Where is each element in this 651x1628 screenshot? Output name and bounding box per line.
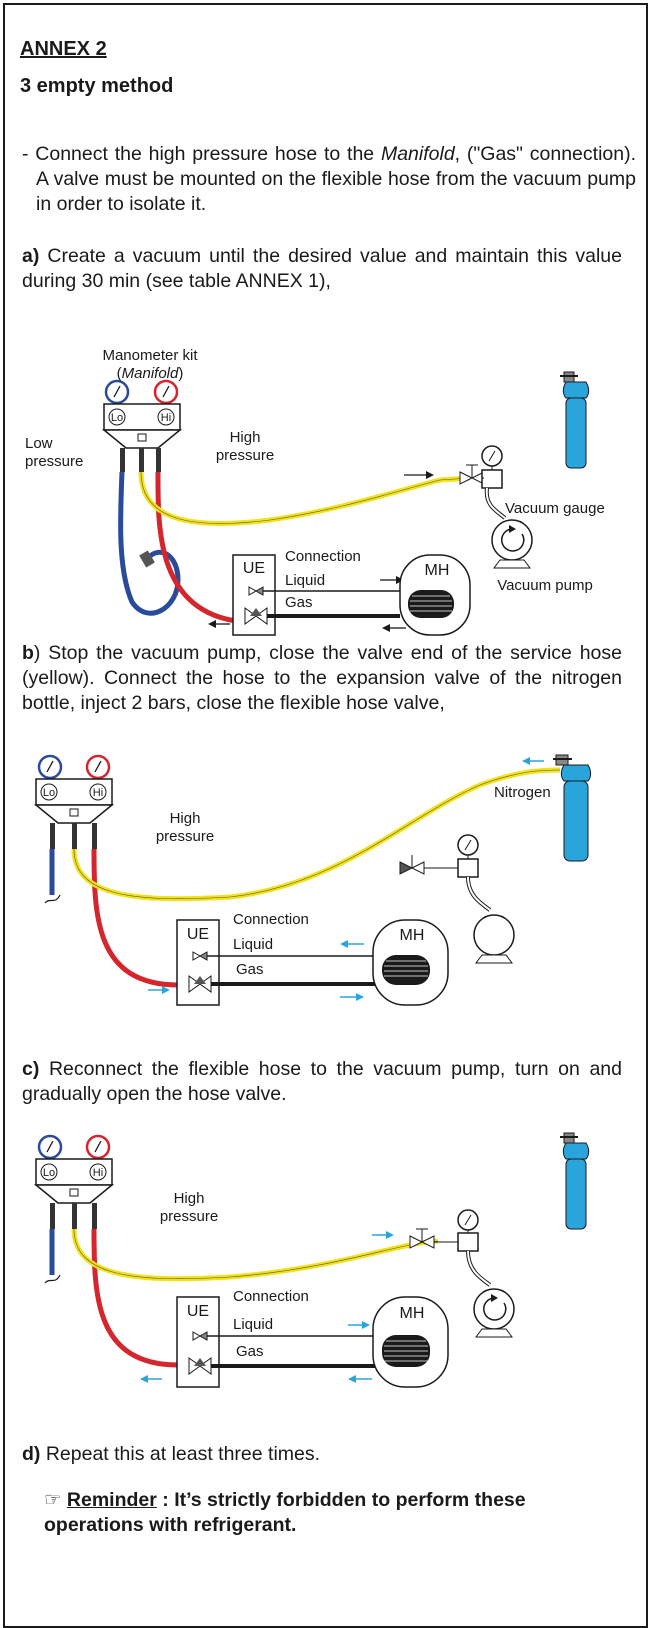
step-b-marker: b <box>22 642 34 664</box>
step-b-text: ) Stop the vacuum pump, close the valve … <box>22 642 622 714</box>
mh-label: MH <box>425 562 450 579</box>
manometer-kit-label: Manometer kit <box>102 347 198 364</box>
red-hose <box>155 471 246 625</box>
diagram-c: Lo Hi High pressure UE <box>33 1132 590 1388</box>
high-pressure-gauge <box>153 379 179 405</box>
high-pressure-label: pressure <box>156 828 214 845</box>
vacuum-gauge-label: Vacuum gauge <box>505 500 605 517</box>
mh-coil <box>408 590 454 618</box>
liquid-label: Liquid <box>233 1316 273 1333</box>
step-c-marker: c) <box>22 1058 40 1080</box>
low-pressure-gauge <box>37 1134 63 1160</box>
gas-valve <box>188 1357 212 1375</box>
step-c-text: Reconnect the flexible hose to the vacuu… <box>22 1058 622 1105</box>
hi-valve-label: Hi <box>93 787 103 799</box>
step-c: c) Reconnect the flexible hose to the va… <box>22 1057 622 1107</box>
reminder-label: Reminder <box>66 1489 157 1511</box>
step-d-text: Repeat this at least three times. <box>40 1443 321 1465</box>
ue-unit <box>232 554 276 636</box>
connection-label: Connection <box>233 911 309 928</box>
lo-valve-label: Lo <box>43 1167 55 1179</box>
liquid-label: Liquid <box>285 572 325 589</box>
high-pressure-gauge <box>85 754 111 780</box>
nitrogen-cylinder <box>560 371 590 469</box>
mh-label: MH <box>400 1305 425 1322</box>
mh-coil <box>382 955 430 985</box>
low-pressure-gauge <box>104 379 130 405</box>
step-d-marker: d) <box>22 1443 41 1465</box>
vacuum-pump-label: Vacuum pump <box>497 577 593 594</box>
nitrogen-cylinder <box>560 1132 590 1230</box>
vacuum-pump <box>473 1288 515 1338</box>
red-hose <box>91 1228 179 1368</box>
high-pressure-label: pressure <box>216 447 274 464</box>
vacuum-pump <box>473 914 515 964</box>
vacuum-gauge <box>457 834 492 912</box>
ue-label: UE <box>187 1303 209 1320</box>
ue-label: UE <box>243 560 265 577</box>
reminder-text: : It’s strictly forbidden to perform the… <box>44 1489 526 1536</box>
step-b: b) Stop the vacuum pump, close the valve… <box>22 641 622 716</box>
high-pressure-label: pressure <box>160 1208 218 1225</box>
yellow-hose <box>138 471 471 526</box>
diagram-a: Manometer kit (Manifold) Lo Hi Low press… <box>25 347 605 636</box>
high-label: High <box>170 810 201 827</box>
step-a-text: Create a vacuum until the desired value … <box>22 245 622 292</box>
hi-valve-label: Hi <box>161 412 171 424</box>
intro-prefix: - Connect the high pressure hose to the <box>22 143 381 165</box>
vacuum-gauge <box>481 445 507 520</box>
connection-label: Connection <box>233 1288 309 1305</box>
annex-subheading: 3 empty method <box>20 75 174 97</box>
step-a: a) Create a vacuum until the desired val… <box>22 244 622 294</box>
low-pressure-label: pressure <box>25 453 83 470</box>
intro-suffix: , ("Gas" connection). A valve must be mo… <box>36 143 637 215</box>
lo-valve-label: Lo <box>43 787 55 799</box>
gas-label: Gas <box>236 961 264 978</box>
hi-valve-label: Hi <box>93 1167 103 1179</box>
vacuum-pump <box>491 519 533 569</box>
manifold-body: Lo Hi <box>33 778 115 849</box>
high-label: High <box>174 1190 205 1207</box>
ue-unit <box>176 919 220 1006</box>
manifold-body: Lo Hi <box>33 1158 115 1229</box>
nitrogen-label: Nitrogen <box>494 784 551 801</box>
liquid-label: Liquid <box>233 936 273 953</box>
high-label: High <box>230 429 261 446</box>
intro-paragraph: - Connect the high pressure hose to the … <box>22 142 636 217</box>
gas-label: Gas <box>236 1343 264 1360</box>
diagram-b: Lo Hi High pressure Nitrogen UE <box>33 754 592 1006</box>
gas-valve <box>188 975 212 993</box>
low-pressure-gauge <box>37 754 63 780</box>
mh-label: MH <box>400 927 425 944</box>
manifold-body: Lo Hi <box>101 403 183 472</box>
connection-label: Connection <box>285 548 361 565</box>
lo-valve-label: Lo <box>111 412 123 424</box>
nitrogen-cylinder <box>553 754 592 862</box>
annex-heading: ANNEX 2 <box>20 38 107 60</box>
step-d: d) Repeat this at least three times. <box>22 1442 622 1467</box>
intro-manifold: Manifold <box>380 143 455 165</box>
reminder-note: ☞ Reminder : It’s strictly forbidden to … <box>44 1488 624 1538</box>
yellow-hose <box>71 767 561 902</box>
red-hose <box>91 848 179 988</box>
high-pressure-gauge <box>85 1134 111 1160</box>
pointing-hand-icon: ☞ <box>44 1489 67 1511</box>
low-label: Low <box>25 435 53 452</box>
blue-hose <box>118 471 181 616</box>
gas-label: Gas <box>285 594 313 611</box>
ue-label: UE <box>187 926 209 943</box>
step-a-marker: a) <box>22 245 40 267</box>
vacuum-gauge <box>457 1209 492 1287</box>
manifold-label: (Manifold) <box>117 365 184 382</box>
liquid-valve <box>192 951 208 961</box>
mh-coil <box>382 1335 430 1367</box>
ue-unit <box>176 1296 220 1388</box>
yellow-hose <box>71 1228 439 1282</box>
